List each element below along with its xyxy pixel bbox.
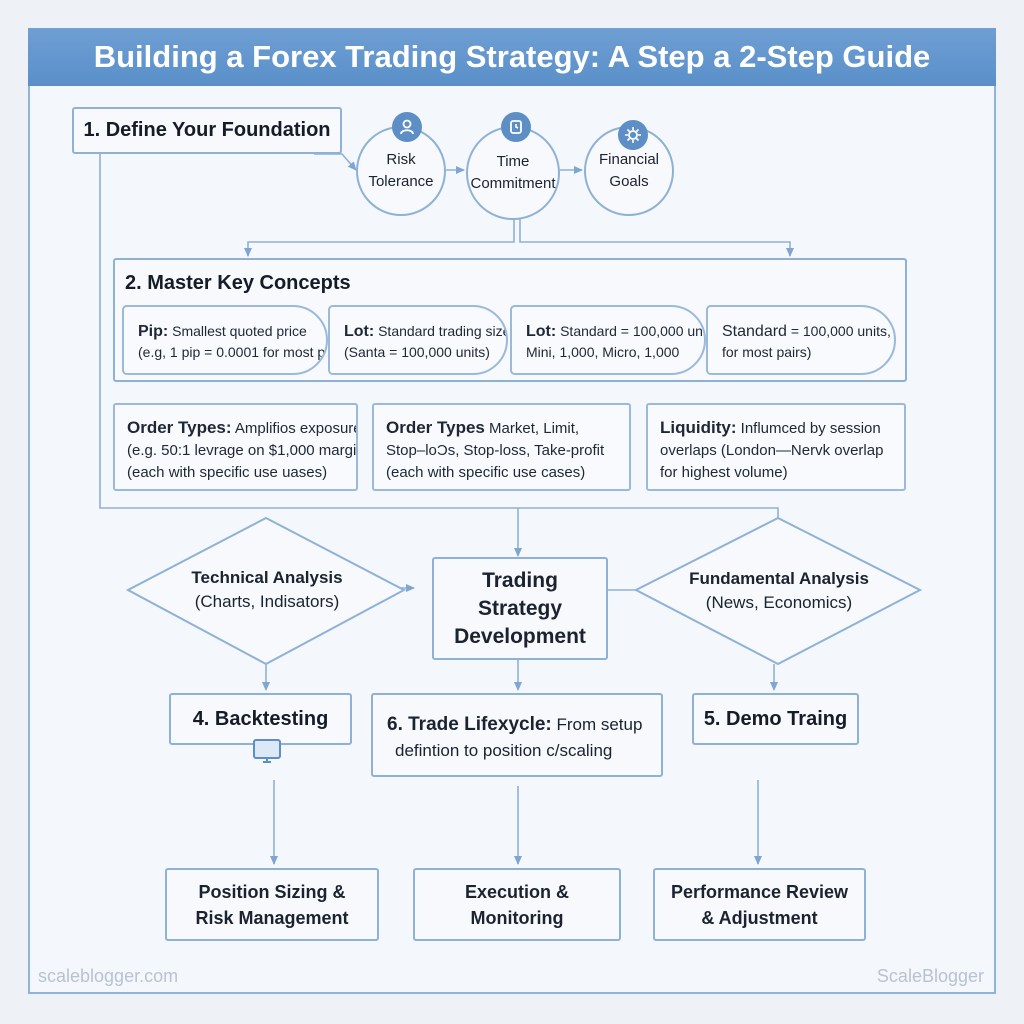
- card-order-text2: Stop–loƆs, Stop-loss, Take-profit: [386, 442, 605, 459]
- concept-card-liquidity: Liquidity: Influmced by session overlaps…: [646, 403, 906, 491]
- trade-lifecycle-box: 6. Trade Lifexycle: From setup defintion…: [371, 693, 663, 777]
- monitor-icon: [252, 738, 282, 764]
- card-order-term: Order Types: [386, 418, 485, 437]
- center-line3: Development: [454, 624, 586, 648]
- performance-review-box: Performance Review & Adjustment: [653, 868, 866, 941]
- pill-standard-text1: = 100,000 units,: [786, 323, 891, 339]
- circle-goals-line1: Financial: [598, 151, 660, 168]
- card-leverage-term: Order Types:: [127, 418, 232, 437]
- lifecycle-text1: From setup: [551, 715, 643, 734]
- user-icon: [392, 112, 422, 142]
- fundamental-analysis-diamond: [633, 516, 923, 666]
- card-liquidity-text3: for highest volume): [660, 464, 788, 481]
- concept-pill-lot: Lot: Standard trading size (Santa = 100,…: [328, 305, 508, 375]
- technical-analysis-diamond: [125, 516, 407, 666]
- step2-label: 2. Master Key Concepts: [125, 272, 351, 294]
- concept-card-leverage: Order Types: Amplifios exposure (e.g. 50…: [113, 403, 358, 491]
- gear-icon: [618, 120, 648, 150]
- concept-pill-pip: Pip: Smallest quoted price (e.g, 1 pip =…: [122, 305, 328, 375]
- technical-analysis-sub: (Charts, Indisators): [194, 592, 340, 611]
- pill-pip-term: Pip:: [138, 323, 169, 340]
- card-leverage-text1: Amplifios exposure: [231, 420, 358, 437]
- technical-analysis-label: Technical Analysis (Charts, Indisators): [150, 566, 384, 614]
- execution-line2: Monitoring: [470, 907, 564, 928]
- concept-pill-lot-sizes: Lot: Standard = 100,000 units Mini, 1,00…: [510, 305, 706, 375]
- technical-analysis-title: Technical Analysis: [191, 568, 343, 587]
- pill-lot-text2: (Santa = 100,000 units): [344, 344, 490, 360]
- position-line1: Position Sizing &: [198, 881, 346, 902]
- execution-line1: Execution &: [464, 881, 570, 902]
- card-liquidity-text2: overlaps (London—Nervk overlap: [660, 442, 884, 459]
- connector-time-concepts-right: [519, 218, 794, 257]
- card-liquidity-text1: Influmced by session: [736, 420, 881, 437]
- backtesting-label: 4. Backtesting: [192, 707, 329, 730]
- footer-brand: ScaleBlogger: [876, 966, 984, 986]
- review-line1: Performance Review: [670, 881, 849, 902]
- card-order-text1: Market, Limit,: [484, 420, 580, 437]
- footer-site: scaleblogger.com: [38, 966, 179, 986]
- card-order-text3: (each with specific use cases): [386, 464, 586, 481]
- demo-trading-label: 5. Demo Traing: [703, 707, 848, 730]
- circle-goals-line2: Goals: [609, 173, 649, 190]
- position-line2: Risk Management: [195, 907, 349, 928]
- pill-lotsizes-text2: Mini, 1,000, Micro, 1,000: [526, 344, 680, 360]
- circle-risk-line1: Risk: [386, 151, 416, 168]
- fundamental-analysis-title: Fundamental Analysis: [689, 569, 869, 588]
- page-title: Building a Forex Trading Strategy: A Ste…: [28, 28, 996, 86]
- circle-risk-line2: Tolerance: [368, 173, 434, 190]
- center-line2: Strategy: [477, 596, 563, 620]
- demo-trading-box: 5. Demo Traing: [692, 693, 859, 745]
- clock-icon: [501, 112, 531, 142]
- step1-label: 1. Define Your Foundation: [83, 119, 331, 141]
- lifecycle-term: 6. Trade Lifexycle:: [387, 714, 552, 735]
- connector-step1-loop: [99, 154, 779, 520]
- concept-pill-standard: Standard = 100,000 units, for most pairs…: [706, 305, 896, 375]
- card-leverage-text2: (e.g. 50:1 levrage on $1,000 margin: [127, 442, 358, 459]
- pill-lot-text1: Standard trading size: [374, 323, 508, 339]
- concept-card-order-types: Order Types Market, Limit, Stop–loƆs, St…: [372, 403, 631, 491]
- trading-strategy-development-box: Trading Strategy Development: [432, 557, 608, 660]
- center-line1: Trading: [482, 568, 558, 592]
- pill-pip-text1: Smallest quoted price: [168, 323, 307, 339]
- step1-box: 1. Define Your Foundation: [72, 107, 342, 154]
- circle-time-line1: Time: [496, 153, 530, 170]
- pill-lot-term: Lot:: [344, 323, 375, 340]
- position-sizing-box: Position Sizing & Risk Management: [165, 868, 379, 941]
- lifecycle-text2: defintion to position c/scaling: [395, 741, 613, 760]
- fundamental-analysis-sub: (News, Economics): [705, 593, 853, 612]
- circle-time-line2: Commitment: [470, 175, 556, 192]
- pill-standard-text2: for most pairs): [722, 344, 812, 360]
- card-liquidity-term: Liquidity:: [660, 418, 737, 437]
- pill-lotsizes-term: Lot:: [526, 323, 557, 340]
- fundamental-analysis-label: Fundamental Analysis (News, Economics): [660, 567, 898, 615]
- pill-lotsizes-text1: Standard = 100,000 units: [556, 323, 706, 339]
- card-leverage-text3: (each with specific use uases): [127, 464, 328, 481]
- pill-standard-term: Standard: [722, 323, 787, 340]
- connector-time-concepts-left: [244, 218, 515, 257]
- connector-step1-risk: [314, 153, 357, 171]
- pill-pip-text2: (e.g, 1 pip = 0.0001 for most pairs: [138, 344, 328, 360]
- review-line2: & Adjustment: [701, 907, 818, 928]
- execution-monitoring-box: Execution & Monitoring: [413, 868, 621, 941]
- backtesting-box: 4. Backtesting: [169, 693, 352, 745]
